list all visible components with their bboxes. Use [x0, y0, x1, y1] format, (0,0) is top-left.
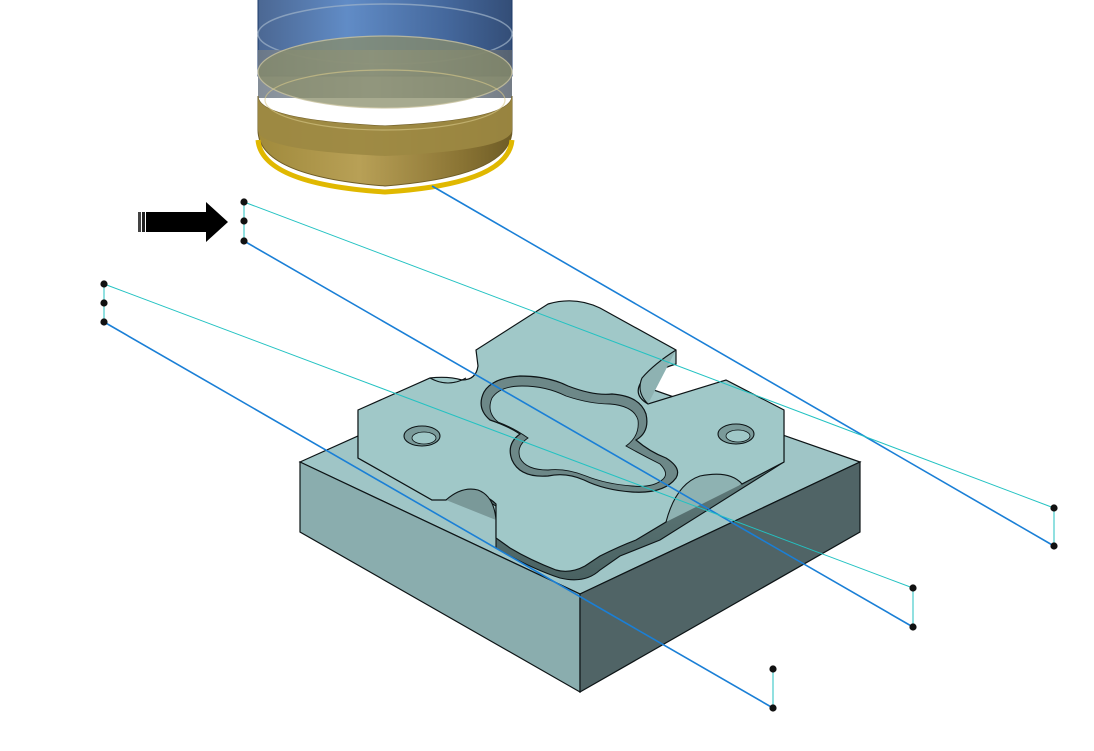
toolpath-node[interactable] — [100, 280, 108, 288]
tool-collar-highlight — [264, 69, 506, 131]
tool-collar-rim — [255, 139, 515, 195]
clover-pocket-floor — [489, 385, 666, 487]
hole-right — [717, 423, 755, 445]
notch-right — [665, 473, 743, 523]
toolpath-node[interactable] — [240, 198, 248, 206]
toolpath-feed-1[interactable] — [431, 185, 1055, 547]
tool-collar-face — [258, 96, 512, 156]
cutting-tool[interactable] — [255, 0, 515, 195]
toolpath-node[interactable] — [909, 623, 917, 631]
toolpath-node[interactable] — [1050, 542, 1058, 550]
notch-left — [429, 377, 467, 384]
toolpath-rapid-3[interactable] — [103, 283, 914, 589]
toolpath-node[interactable] — [240, 237, 248, 245]
toolpath-node[interactable] — [240, 217, 248, 225]
notch-bottom — [445, 488, 497, 521]
toolpath-node[interactable] — [1050, 504, 1058, 512]
right-arrow-icon — [138, 202, 228, 242]
hole-left — [403, 425, 441, 447]
toolpath-rapid-2[interactable] — [243, 201, 1055, 509]
toolpath-node[interactable] — [769, 665, 777, 673]
toolpath-feed-2[interactable] — [243, 240, 914, 628]
toolpath-node[interactable] — [100, 299, 108, 307]
notch-top — [639, 349, 677, 405]
tool-band-top — [257, 35, 513, 109]
stock-side-face — [579, 461, 861, 694]
toolpath-node[interactable] — [909, 584, 917, 592]
toolpath-node[interactable] — [100, 318, 108, 326]
toolpaths[interactable] — [100, 185, 1058, 712]
toolpath-feed-3[interactable] — [103, 321, 774, 709]
toolpath-node[interactable] — [769, 704, 777, 712]
